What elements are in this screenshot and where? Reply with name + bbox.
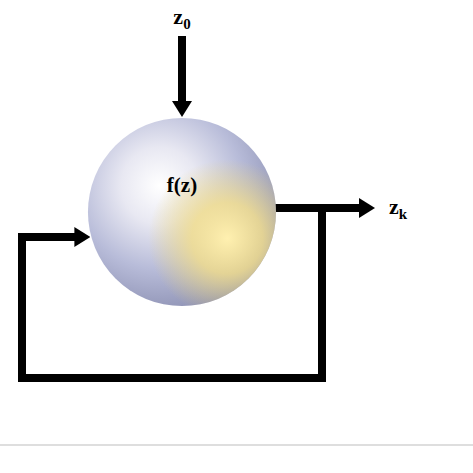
variable-label: zk	[389, 194, 407, 223]
input-arrow	[178, 36, 186, 101]
baseline-rule	[0, 444, 473, 445]
variable-label: z0	[173, 4, 190, 33]
label-holder: zk	[389, 194, 407, 223]
function-label: f(z)	[167, 173, 197, 198]
label-holder: z0	[173, 4, 190, 33]
sphere-node: f(z)	[87, 117, 277, 307]
sphere-shape	[87, 117, 277, 307]
